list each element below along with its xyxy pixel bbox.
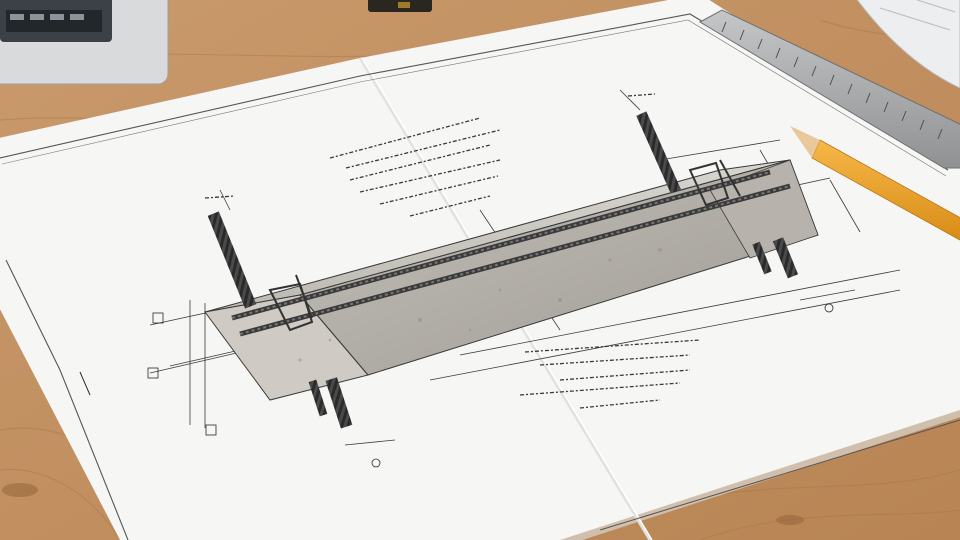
metal-ruler [698, 9, 960, 169]
threaded-rod [752, 241, 772, 275]
rolled-blueprint [856, 0, 960, 89]
threaded-rod [207, 211, 257, 309]
wood-knot [776, 515, 804, 525]
threaded-rod [308, 379, 328, 417]
dimension-markers [79, 303, 834, 468]
beam-drawing [149, 89, 901, 446]
calculator [0, 0, 169, 85]
threaded-rod [636, 111, 681, 194]
pencil [790, 126, 960, 241]
threaded-rod [325, 377, 353, 429]
wood-knot [2, 483, 38, 497]
threaded-rod [772, 237, 799, 279]
annotation-scribbles [204, 93, 701, 409]
